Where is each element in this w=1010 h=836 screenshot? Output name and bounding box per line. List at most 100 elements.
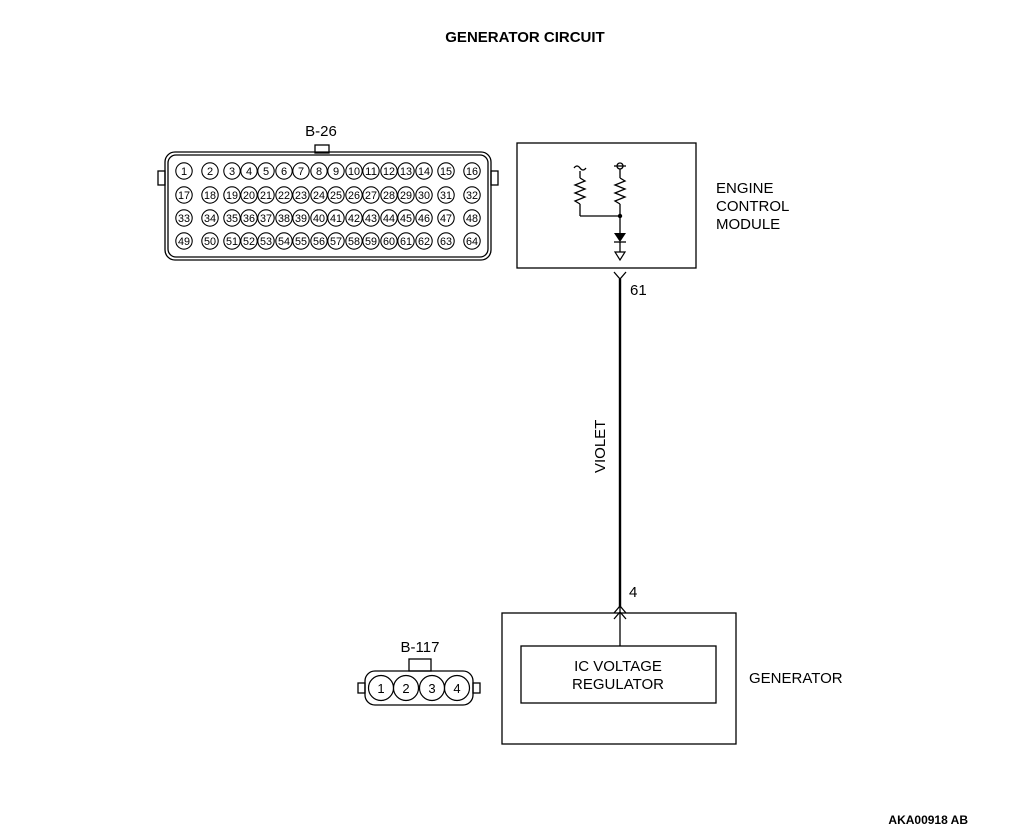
b117-pin-number: 4 bbox=[453, 681, 460, 696]
connector-b117-right-tab bbox=[472, 682, 481, 694]
b26-pin-circle bbox=[292, 209, 310, 227]
b26-pin-circle bbox=[175, 209, 193, 227]
b117-pin-circle bbox=[392, 674, 420, 702]
b26-pin-number: 18 bbox=[204, 190, 216, 202]
connector-b117-latch bbox=[408, 658, 432, 672]
ic-voltage-regulator-box bbox=[520, 645, 717, 704]
b26-pin-circle bbox=[240, 162, 258, 180]
b26-pin-number: 7 bbox=[298, 166, 304, 178]
b26-pin-number: 15 bbox=[440, 166, 452, 178]
b26-pin-number: 48 bbox=[466, 213, 478, 225]
b26-pin-number: 36 bbox=[243, 213, 255, 225]
b117-pin-number: 2 bbox=[402, 681, 409, 696]
b26-pin-number: 47 bbox=[440, 213, 452, 225]
b26-pin-number: 1 bbox=[181, 166, 187, 178]
b26-pin-circle bbox=[345, 209, 363, 227]
b26-pin-number: 21 bbox=[260, 190, 272, 202]
b26-pin-number: 61 bbox=[400, 236, 412, 248]
b26-pin-number: 28 bbox=[383, 190, 395, 202]
ecm-ac-symbol bbox=[573, 165, 587, 171]
b26-pin-circle bbox=[175, 232, 193, 250]
b26-pin-number: 51 bbox=[226, 236, 238, 248]
b26-pin-circle bbox=[257, 232, 275, 250]
b26-pin-number: 22 bbox=[278, 190, 290, 202]
b26-pin-circle bbox=[201, 162, 219, 180]
regulator-label-line1: IC VOLTAGE bbox=[574, 658, 662, 675]
b117-pin-number: 1 bbox=[377, 681, 384, 696]
b26-pin-circle bbox=[201, 209, 219, 227]
b26-pin-number: 33 bbox=[178, 213, 190, 225]
b26-pin-number: 46 bbox=[418, 213, 430, 225]
b26-pin-circle bbox=[257, 209, 275, 227]
b26-pin-number: 27 bbox=[365, 190, 377, 202]
b26-pin-circle bbox=[327, 162, 345, 180]
b26-pin-circle bbox=[240, 232, 258, 250]
b26-pin-circle bbox=[275, 209, 293, 227]
b26-pin-number: 43 bbox=[365, 213, 377, 225]
b26-pin-number: 6 bbox=[281, 166, 287, 178]
b26-pin-number: 19 bbox=[226, 190, 238, 202]
b26-pin-circle bbox=[437, 186, 455, 204]
b26-pin-circle bbox=[380, 186, 398, 204]
b26-pin-circle bbox=[175, 162, 193, 180]
b26-pin-number: 50 bbox=[204, 236, 216, 248]
ecm-label-line1: ENGINE bbox=[716, 180, 774, 197]
b26-pin-number: 62 bbox=[418, 236, 430, 248]
generator-terminal-upper-arrow bbox=[613, 605, 627, 614]
b26-pin-number: 59 bbox=[365, 236, 377, 248]
b26-pin-circle bbox=[380, 209, 398, 227]
ecm-box bbox=[516, 142, 697, 269]
ecm-resistor-left bbox=[573, 177, 587, 205]
b26-pin-circle bbox=[310, 209, 328, 227]
harness-wire: 61 VIOLET 4 bbox=[592, 271, 647, 646]
generator-label: GENERATOR bbox=[749, 670, 843, 687]
b26-pin-number: 23 bbox=[295, 190, 307, 202]
b26-pin-number: 8 bbox=[316, 166, 322, 178]
b26-pin-number: 40 bbox=[313, 213, 325, 225]
b26-pin-circle bbox=[397, 186, 415, 204]
generator-terminal-number: 4 bbox=[629, 584, 637, 601]
b26-pin-number: 32 bbox=[466, 190, 478, 202]
b26-pin-circle bbox=[240, 186, 258, 204]
ecm-label-line2: CONTROL bbox=[716, 198, 789, 215]
b26-pin-circle bbox=[257, 186, 275, 204]
b26-pin-circle bbox=[345, 186, 363, 204]
b26-pin-circle bbox=[415, 186, 433, 204]
diagram-title: GENERATOR CIRCUIT bbox=[445, 29, 604, 46]
b26-pin-number: 41 bbox=[330, 213, 342, 225]
b26-pin-number: 29 bbox=[400, 190, 412, 202]
b26-pin-number: 52 bbox=[243, 236, 255, 248]
b26-pin-number: 58 bbox=[348, 236, 360, 248]
b26-pin-number: 45 bbox=[400, 213, 412, 225]
b26-pin-circle bbox=[275, 162, 293, 180]
connector-b117-label: B-117 bbox=[401, 639, 440, 656]
b26-pin-number: 5 bbox=[263, 166, 269, 178]
b26-pin-circle bbox=[415, 209, 433, 227]
b26-pin-number: 64 bbox=[466, 236, 478, 248]
b117-pin-circle bbox=[443, 674, 471, 702]
wire-color-label: VIOLET bbox=[592, 420, 609, 473]
figure-code: AKA00918 AB bbox=[888, 813, 968, 827]
b26-pin-circle bbox=[397, 162, 415, 180]
b26-pin-circle bbox=[463, 232, 481, 250]
b26-pin-number: 30 bbox=[418, 190, 430, 202]
b26-pin-circle bbox=[380, 232, 398, 250]
b26-pin-number: 39 bbox=[295, 213, 307, 225]
generator-box bbox=[501, 612, 737, 745]
b26-pin-circle bbox=[437, 162, 455, 180]
b26-pin-circle bbox=[223, 186, 241, 204]
ecm-label-line3: MODULE bbox=[716, 216, 780, 233]
b26-pin-circle bbox=[345, 162, 363, 180]
b26-pin-number: 60 bbox=[383, 236, 395, 248]
ecm-resistor-right bbox=[613, 177, 627, 205]
ecm-junction-dot bbox=[617, 213, 623, 219]
b26-pin-number: 16 bbox=[466, 166, 478, 178]
connector-b26-label: B-26 bbox=[305, 123, 337, 140]
b26-pin-circle bbox=[275, 186, 293, 204]
b26-pin-circle bbox=[327, 186, 345, 204]
b26-pin-number: 4 bbox=[246, 166, 252, 178]
